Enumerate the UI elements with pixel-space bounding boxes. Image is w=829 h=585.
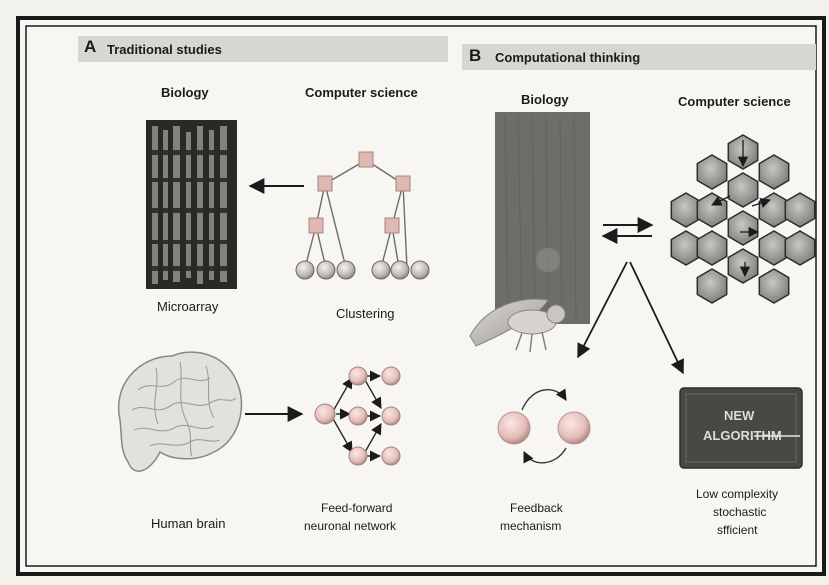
hexagon-cell	[697, 231, 726, 265]
hexagon-cell	[759, 269, 788, 303]
algorithm-caption-line1: Low complexity	[696, 487, 778, 501]
hexagon-cell	[759, 155, 788, 189]
panel-b-cs-heading: Computer science	[678, 94, 791, 109]
hexagon-cell	[728, 173, 757, 207]
hexagon-cell	[697, 269, 726, 303]
hexagon-cell	[671, 193, 700, 227]
hexagon-cell	[785, 193, 814, 227]
microarray-image	[146, 120, 237, 289]
new-algorithm-box: NEW ALGORITHM	[680, 388, 802, 468]
network-caption-line1: Feed-forward	[321, 501, 392, 515]
hexagon-cell	[728, 249, 757, 283]
microarray-caption: Microarray	[157, 299, 219, 314]
panel-b-letter: B	[469, 46, 481, 65]
clustering-caption: Clustering	[336, 306, 395, 321]
brain-caption: Human brain	[151, 516, 225, 531]
hexagon-cell	[671, 231, 700, 265]
hexagon-cell	[785, 231, 814, 265]
panel-b-title: Computational thinking	[495, 50, 640, 65]
panel-a-letter: A	[84, 37, 96, 56]
hexagon-cell	[697, 155, 726, 189]
hexagon-cell	[759, 193, 788, 227]
feedback-caption-line2: mechanism	[500, 519, 561, 533]
network-caption-line2: neuronal network	[304, 519, 397, 533]
panel-a-title: Traditional studies	[107, 42, 222, 57]
hexagon-cell	[728, 211, 757, 245]
algorithm-caption-line2: stochastic	[713, 505, 766, 519]
hexagon-cell	[697, 193, 726, 227]
algorithm-caption-line3: sfficient	[717, 523, 758, 537]
hexagon-cell	[759, 231, 788, 265]
panel-b-biology-heading: Biology	[521, 92, 569, 107]
algorithm-box-line1: NEW	[724, 408, 755, 423]
panel-a-biology-heading: Biology	[161, 85, 209, 100]
panel-a-cs-heading: Computer science	[305, 85, 418, 100]
feedback-caption-line1: Feedback	[510, 501, 564, 515]
